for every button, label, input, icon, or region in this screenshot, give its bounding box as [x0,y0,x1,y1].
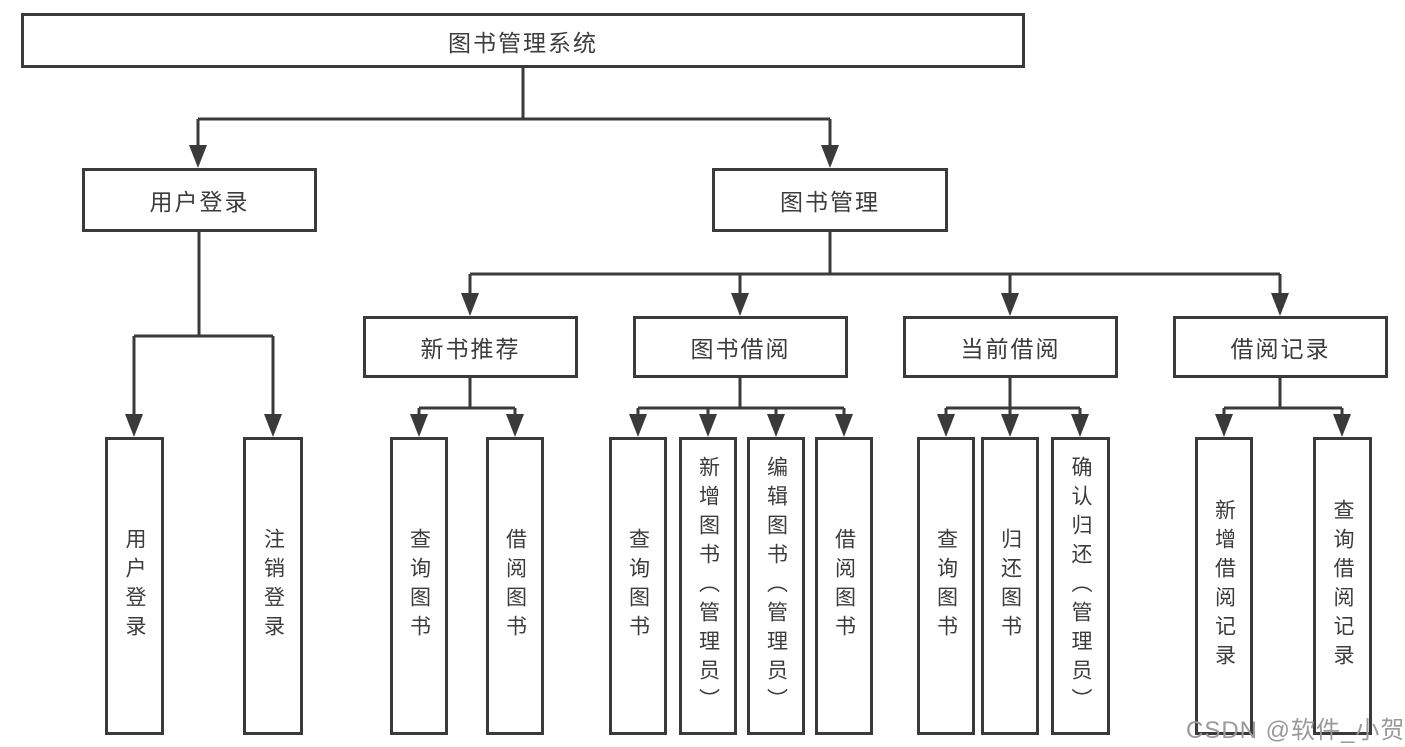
leaf-cb-confirm-return: 确认归还（管理员） [1051,437,1110,735]
node-root: 图书管理系统 [21,13,1025,68]
leaf-bb-add-book: 新增图书（管理员） [679,437,737,735]
leaf-user-login: 用户登录 [105,437,164,735]
leaf-cb-confirm-return-label: 确认归还（管理员） [1069,455,1092,717]
csdn-watermark: CSDN @软件_小贺同学 [1186,717,1405,744]
leaf-cb-return-book-label: 归还图书 [998,528,1022,644]
leaf-cb-query-book: 查询图书 [917,437,975,735]
leaf-nbr-borrow-book-label: 借阅图书 [503,528,527,644]
leaf-br-add-record-label: 新增借阅记录 [1212,499,1236,673]
leaf-br-query-record-label: 查询借阅记录 [1331,499,1354,673]
node-borrow-record: 借阅记录 [1173,316,1388,378]
leaf-bb-edit-book: 编辑图书（管理员） [747,437,805,735]
node-book-borrow-label: 图书借阅 [690,336,791,362]
leaf-bb-query-book-label: 查询图书 [626,528,650,644]
leaf-nbr-query-book: 查询图书 [390,437,448,735]
leaf-bb-add-book-label: 新增图书（管理员） [696,455,720,717]
leaf-user-login-label: 用户登录 [123,528,146,644]
leaf-nbr-borrow-book: 借阅图书 [486,437,544,735]
leaf-bb-query-book: 查询图书 [609,437,667,735]
node-book-management-label: 图书管理 [780,189,880,215]
node-user-login-label: 用户登录 [149,189,250,215]
node-book-management: 图书管理 [712,168,948,232]
leaf-logout: 注销登录 [243,437,303,735]
node-new-book-recommend-label: 新书推荐 [420,336,521,362]
node-borrow-record-label: 借阅记录 [1230,336,1331,362]
node-user-login: 用户登录 [82,168,317,232]
leaf-bb-borrow-book: 借阅图书 [815,437,873,735]
node-new-book-recommend: 新书推荐 [363,316,578,378]
node-book-borrow: 图书借阅 [633,316,848,378]
leaf-bb-edit-book-label: 编辑图书（管理员） [764,455,788,717]
leaf-cb-query-book-label: 查询图书 [934,528,958,644]
leaf-logout-label: 注销登录 [261,528,285,644]
leaf-br-add-record: 新增借阅记录 [1195,437,1253,735]
node-current-borrow-label: 当前借阅 [960,336,1061,362]
leaf-cb-return-book: 归还图书 [981,437,1039,735]
leaf-br-query-record: 查询借阅记录 [1313,437,1372,735]
node-current-borrow: 当前借阅 [903,316,1118,378]
leaf-nbr-query-book-label: 查询图书 [407,528,431,644]
node-root-label: 图书管理系统 [448,29,598,56]
leaf-bb-borrow-book-label: 借阅图书 [832,528,856,644]
